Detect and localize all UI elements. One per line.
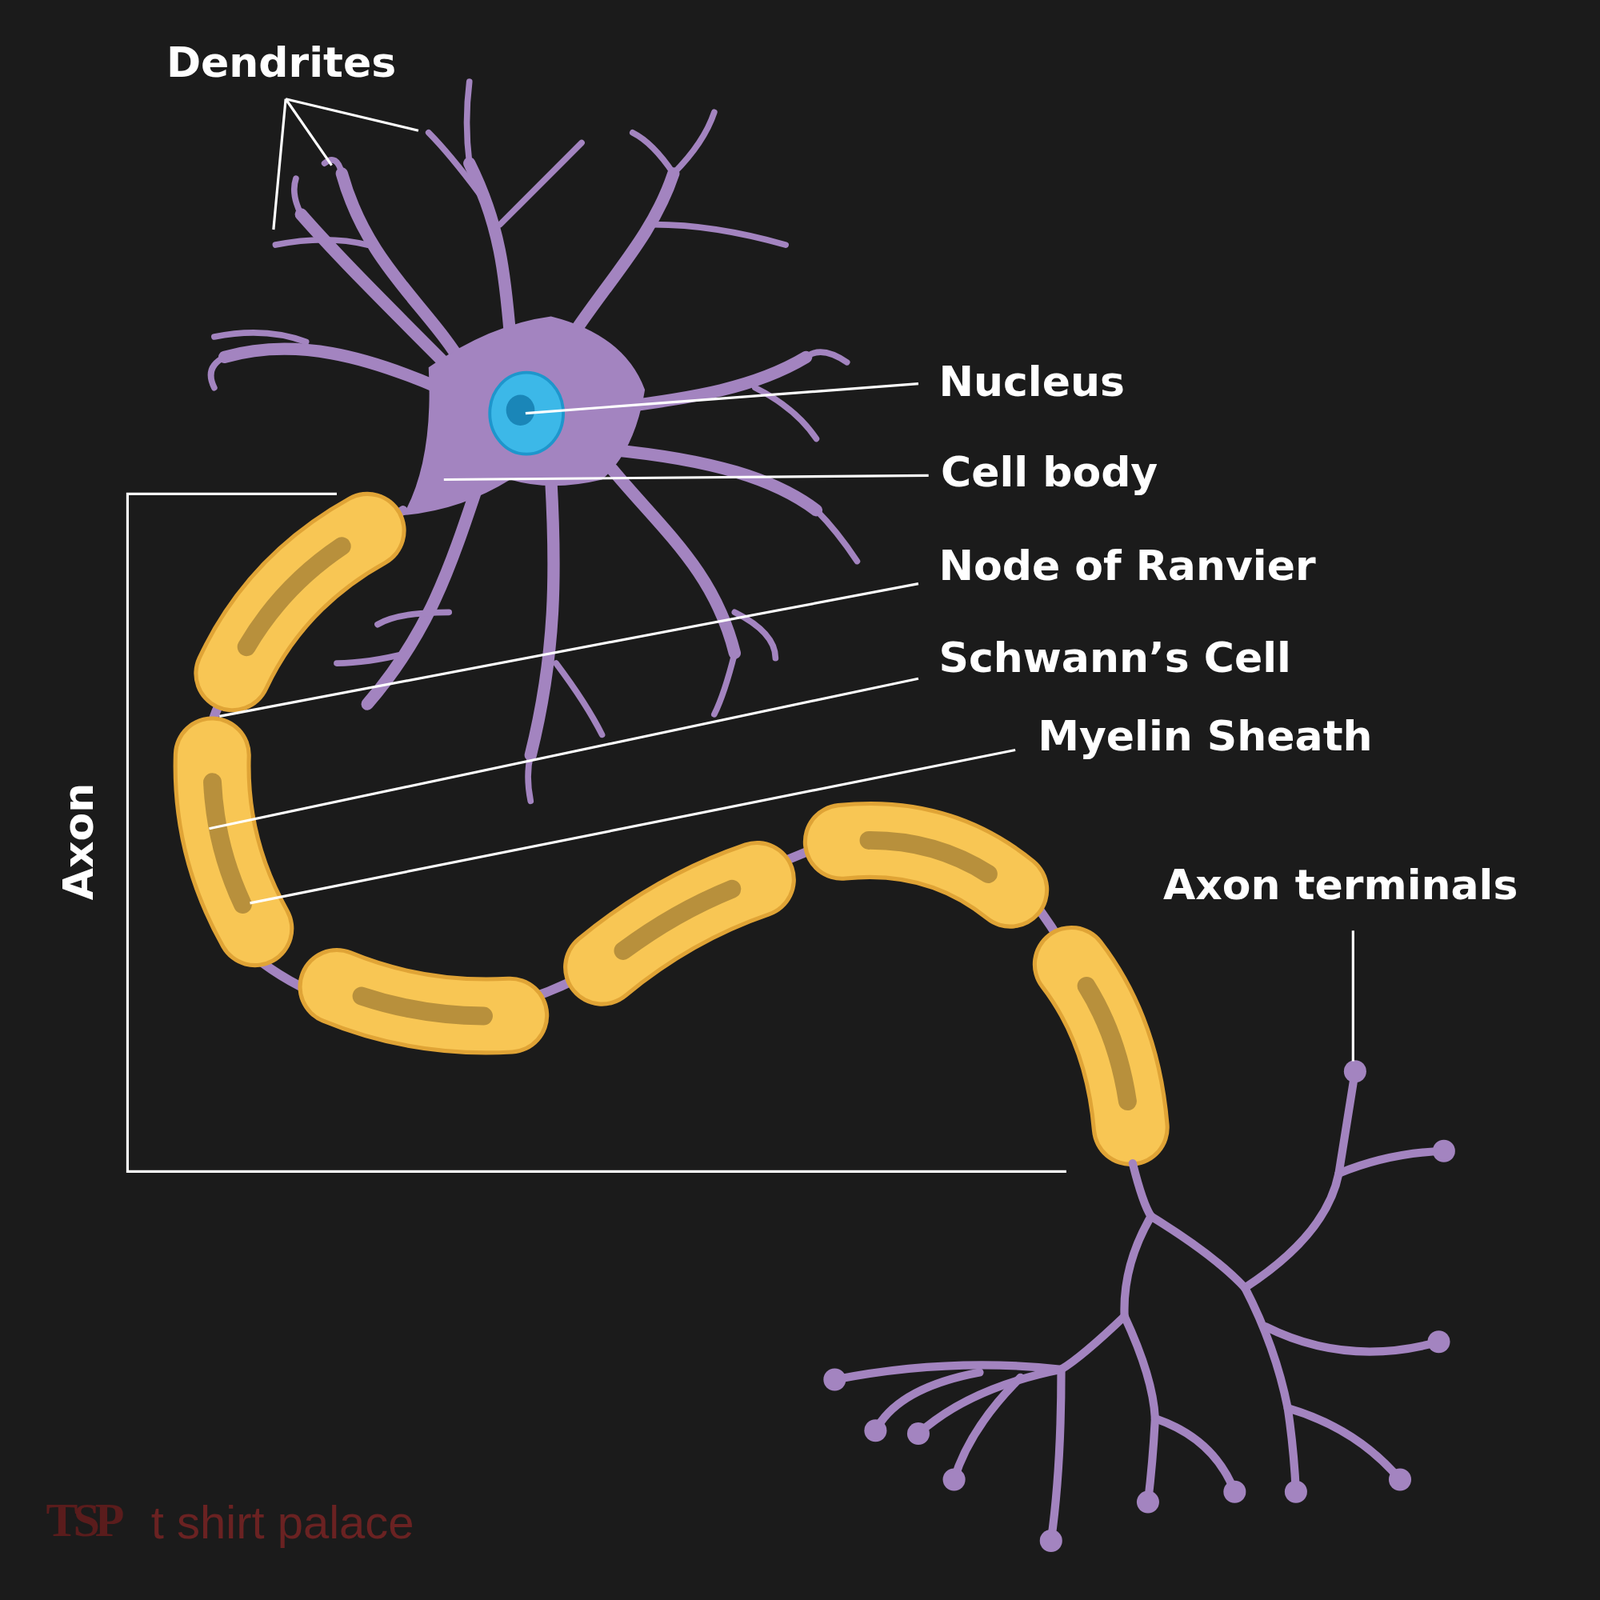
part-label: Node of Ranvier	[938, 542, 1316, 591]
myelin-sheath	[212, 530, 1131, 1128]
schwann-cell-nucleus	[212, 530, 1131, 1128]
axon	[204, 510, 1133, 1164]
watermark: TSP	[45, 1492, 120, 1548]
nucleolus	[506, 395, 536, 426]
watermark: t shirt palace	[151, 1496, 415, 1550]
part-label: Dendrites	[166, 39, 396, 88]
leader-lines	[127, 99, 1353, 1172]
terminal-buttons	[823, 1060, 1456, 1552]
part-label: Myelin Sheath	[1037, 712, 1372, 761]
axon-bracket	[127, 493, 1066, 1172]
axon-terminals	[834, 1071, 1444, 1541]
dendrites	[211, 81, 858, 801]
part-label: Schwann’s Cell	[938, 634, 1291, 683]
part-label: Nucleus	[938, 358, 1124, 407]
part-label: Cell body	[940, 448, 1158, 497]
part-label: Axon	[56, 783, 104, 901]
cell-body	[403, 316, 645, 516]
part-label: Axon terminals	[1163, 861, 1518, 910]
